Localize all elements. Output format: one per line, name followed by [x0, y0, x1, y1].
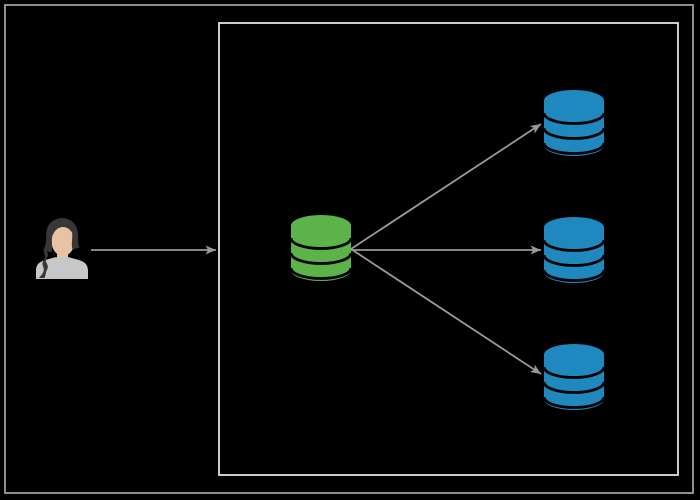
database-icon-replica-1[interactable]: [542, 90, 606, 156]
database-icon-replica-3[interactable]: [542, 344, 606, 410]
cylinder-separator: [542, 366, 606, 379]
cylinder-separator: [289, 237, 353, 250]
database-icon-source[interactable]: [289, 215, 353, 281]
shoulders: [36, 257, 88, 279]
cylinder-separator: [542, 381, 606, 394]
hair-strand-right: [71, 230, 80, 250]
cylinder-separator: [542, 112, 606, 125]
cylinder-separator: [542, 254, 606, 267]
system-boundary-box[interactable]: [218, 22, 679, 476]
cylinder-separator: [289, 267, 353, 280]
cylinder-separator: [542, 142, 606, 155]
hair-braid: [39, 246, 49, 278]
edge-source-to-replica-3[interactable]: [350, 248, 542, 375]
cylinder-separator: [542, 239, 606, 252]
face: [51, 227, 75, 256]
cylinder-separator: [542, 127, 606, 140]
cylinder-separator: [542, 269, 606, 282]
outer-border: [4, 4, 694, 494]
cylinder-separator: [289, 252, 353, 265]
female-user-icon[interactable]: [36, 218, 88, 279]
cylinder-separator: [542, 396, 606, 409]
database-icon-replica-2[interactable]: [542, 217, 606, 283]
edge-source-to-replica-1[interactable]: [350, 123, 542, 250]
